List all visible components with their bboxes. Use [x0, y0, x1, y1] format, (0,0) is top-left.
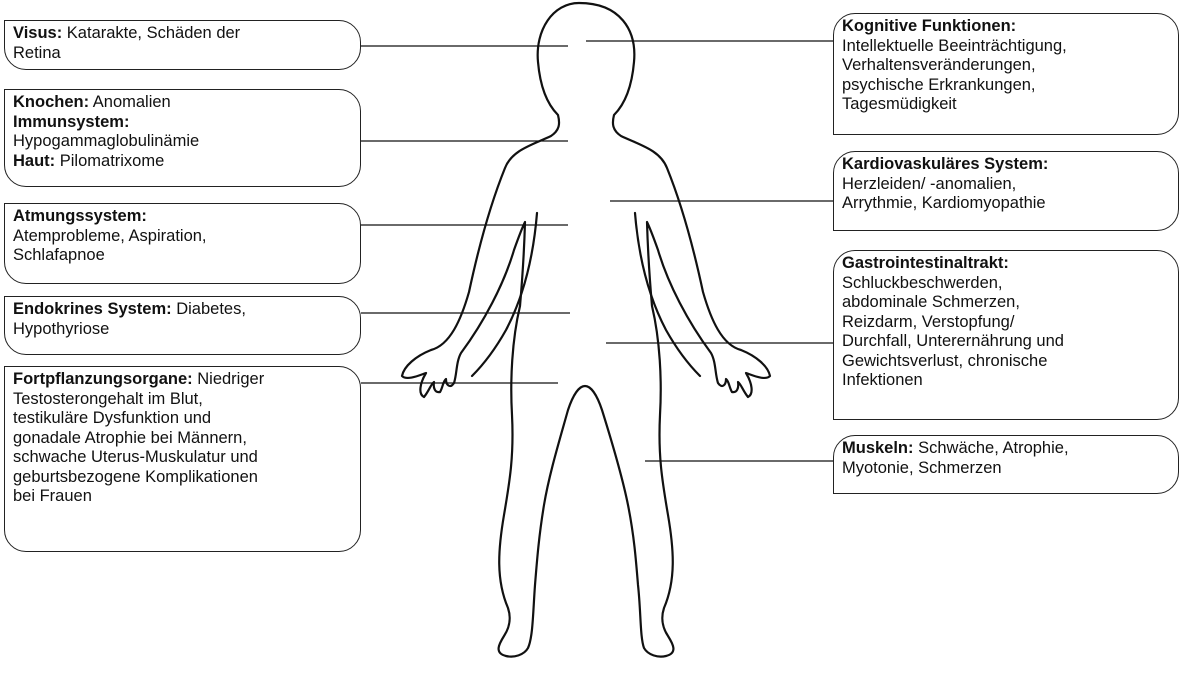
- box-text: testikuläre Dysfunktion und: [13, 409, 211, 427]
- box-text-line: Kardiovaskuläres System:: [842, 155, 1170, 175]
- box-text-line: Muskeln: Schwäche, Atrophie,: [842, 439, 1170, 459]
- box-heading: Visus:: [13, 24, 62, 42]
- box-text-line: abdominale Schmerzen,: [842, 293, 1170, 313]
- box-endokrines-system: Endokrines System: Diabetes,Hypothyriose: [4, 296, 361, 355]
- box-text-line: Testosterongehalt im Blut,: [13, 390, 352, 410]
- box-text: Atemprobleme, Aspiration,: [13, 227, 207, 245]
- box-text: Verhaltensveränderungen,: [842, 56, 1036, 74]
- box-gastrointestinaltrakt: Gastrointestinaltrakt: Schluckbeschwerden…: [833, 250, 1179, 420]
- box-heading: Kognitive Funktionen:: [842, 17, 1016, 35]
- box-text: Herzleiden/ -anomalien,: [842, 175, 1016, 193]
- box-text: Reizdarm, Verstopfung/: [842, 313, 1014, 331]
- box-heading: Immunsystem:: [13, 113, 129, 131]
- box-text: Myotonie, Schmerzen: [842, 459, 1002, 477]
- box-text-line: Infektionen: [842, 371, 1170, 391]
- box-kognitive-funktionen: Kognitive Funktionen: Intellektuelle Beei…: [833, 13, 1179, 135]
- box-text: Tagesmüdigkeit: [842, 95, 957, 113]
- box-text-line: Immunsystem:: [13, 113, 352, 133]
- box-text-line: Kognitive Funktionen:: [842, 17, 1170, 37]
- box-text: Niedriger: [193, 370, 265, 388]
- box-text-line: geburtsbezogene Komplikationen: [13, 468, 352, 488]
- box-text-line: Verhaltensveränderungen,: [842, 56, 1170, 76]
- box-text: schwache Uterus-Muskulatur und: [13, 448, 258, 466]
- box-text: Testosterongehalt im Blut,: [13, 390, 203, 408]
- box-heading: Haut:: [13, 152, 55, 170]
- box-heading: Kardiovaskuläres System:: [842, 155, 1048, 173]
- box-text: Retina: [13, 44, 61, 62]
- box-kardiovaskulaeres-system: Kardiovaskuläres System: Herzleiden/ -ano…: [833, 151, 1179, 231]
- box-heading: Muskeln:: [842, 439, 914, 457]
- box-text: Hypothyriose: [13, 320, 109, 338]
- box-text: Anomalien: [89, 93, 171, 111]
- box-text: gonadale Atrophie bei Männern,: [13, 429, 247, 447]
- box-text-line: testikuläre Dysfunktion und: [13, 409, 352, 429]
- box-text-line: Myotonie, Schmerzen: [842, 459, 1170, 479]
- box-text-line: Intellektuelle Beeinträchtigung,: [842, 37, 1170, 57]
- box-text-line: Hypothyriose: [13, 320, 352, 340]
- box-text: psychische Erkrankungen,: [842, 76, 1036, 94]
- box-text-line: Visus: Katarakte, Schäden der: [13, 24, 352, 44]
- box-text-line: Durchfall, Unterernährung und: [842, 332, 1170, 352]
- box-text-line: Retina: [13, 44, 352, 64]
- box-text-line: Herzleiden/ -anomalien,: [842, 175, 1170, 195]
- box-text-line: bei Frauen: [13, 487, 352, 507]
- box-text: Diabetes,: [172, 300, 246, 318]
- box-text: Schluckbeschwerden,: [842, 274, 1003, 292]
- box-text: Schlafapnoe: [13, 246, 105, 264]
- box-text: Infektionen: [842, 371, 923, 389]
- box-text-line: Arrythmie, Kardiomyopathie: [842, 194, 1170, 214]
- box-text-line: Schluckbeschwerden,: [842, 274, 1170, 294]
- box-text: Intellektuelle Beeinträchtigung,: [842, 37, 1067, 55]
- box-text-line: Gewichtsverlust, chronische: [842, 352, 1170, 372]
- box-text-line: Gastrointestinaltrakt:: [842, 254, 1170, 274]
- box-text: Durchfall, Unterernährung und: [842, 332, 1064, 350]
- box-text-line: Knochen: Anomalien: [13, 93, 352, 113]
- box-text-line: Fortpflanzungsorgane: Niedriger: [13, 370, 352, 390]
- box-text: Schwäche, Atrophie,: [914, 439, 1069, 457]
- box-heading: Knochen:: [13, 93, 89, 111]
- box-text-line: Atmungssystem:: [13, 207, 352, 227]
- box-heading: Atmungssystem:: [13, 207, 147, 225]
- box-heading: Fortpflanzungsorgane:: [13, 370, 193, 388]
- box-text: geburtsbezogene Komplikationen: [13, 468, 258, 486]
- box-text-line: schwache Uterus-Muskulatur und: [13, 448, 352, 468]
- box-muskeln: Muskeln: Schwäche, Atrophie,Myotonie, Sc…: [833, 435, 1179, 494]
- box-text-line: psychische Erkrankungen,: [842, 76, 1170, 96]
- box-text-line: Atemprobleme, Aspiration,: [13, 227, 352, 247]
- box-text-line: Reizdarm, Verstopfung/: [842, 313, 1170, 333]
- body-outline: [402, 3, 770, 657]
- box-text-line: Tagesmüdigkeit: [842, 95, 1170, 115]
- box-text: Arrythmie, Kardiomyopathie: [842, 194, 1046, 212]
- box-text-line: gonadale Atrophie bei Männern,: [13, 429, 352, 449]
- box-heading: Gastrointestinaltrakt:: [842, 254, 1009, 272]
- box-text-line: Hypogammaglobulinämie: [13, 132, 352, 152]
- box-text: Gewichtsverlust, chronische: [842, 352, 1047, 370]
- box-atmungssystem: Atmungssystem: Atemprobleme, Aspiration,S…: [4, 203, 361, 284]
- box-text: bei Frauen: [13, 487, 92, 505]
- box-text: abdominale Schmerzen,: [842, 293, 1020, 311]
- box-text-line: Schlafapnoe: [13, 246, 352, 266]
- box-text-line: Endokrines System: Diabetes,: [13, 300, 352, 320]
- box-text: Hypogammaglobulinämie: [13, 132, 199, 150]
- box-text: Katarakte, Schäden der: [62, 24, 240, 42]
- box-text-line: Haut: Pilomatrixome: [13, 152, 352, 172]
- box-heading: Endokrines System:: [13, 300, 172, 318]
- box-text: Pilomatrixome: [55, 152, 164, 170]
